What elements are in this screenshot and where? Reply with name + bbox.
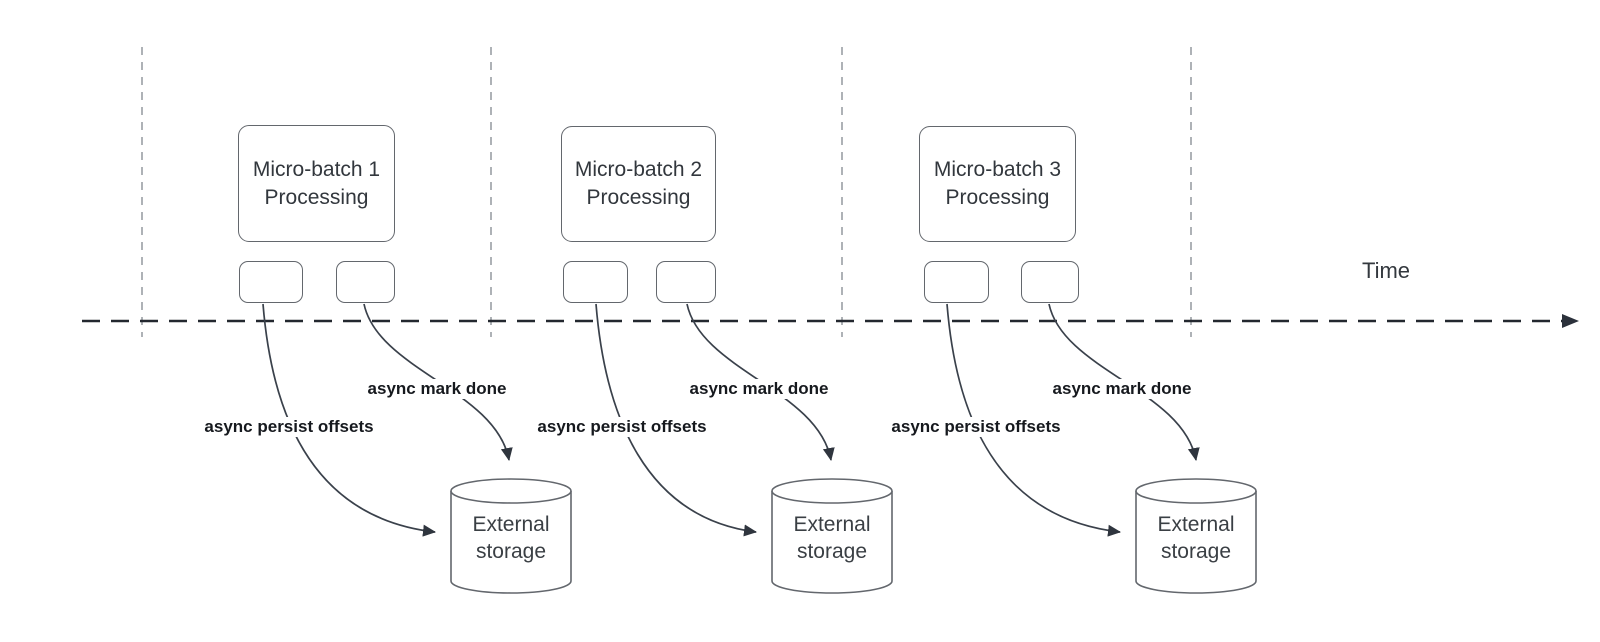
storage1-label-line1: External bbox=[472, 513, 550, 536]
storage-cylinder-3 bbox=[1135, 478, 1257, 594]
storage3-label-line1: External bbox=[1157, 513, 1235, 536]
batch2-title-line1: Micro-batch 2 bbox=[574, 158, 703, 181]
batch3-processing-box: Micro-batch 3 Processing bbox=[919, 126, 1076, 242]
cylinder-body bbox=[450, 491, 572, 594]
storage3-label-line2: storage bbox=[1160, 540, 1232, 563]
storage1-label: External storage bbox=[449, 511, 573, 565]
batch1-mark-done-label: async mark done bbox=[365, 379, 509, 399]
batch2-done-task-box bbox=[656, 261, 716, 303]
storage-cylinder-1 bbox=[450, 478, 572, 594]
storage2-label-line1: External bbox=[793, 513, 871, 536]
batch1-done-task-box bbox=[336, 261, 395, 303]
batch1-persist-offsets-arrow bbox=[262, 303, 436, 537]
batch1-persist-task-box bbox=[239, 261, 303, 303]
cylinder-top bbox=[450, 478, 572, 504]
cylinder-top bbox=[771, 478, 893, 504]
batch3-persist-offsets-label: async persist offsets bbox=[889, 417, 1063, 437]
batch1-persist-offsets-label: async persist offsets bbox=[202, 417, 376, 437]
batch2-persist-offsets-label: async persist offsets bbox=[535, 417, 709, 437]
time-axis-label: Time bbox=[1361, 258, 1411, 283]
batch2-persist-task-box bbox=[563, 261, 628, 303]
batch3-title-line1: Micro-batch 3 bbox=[933, 158, 1062, 181]
batch3-done-task-box bbox=[1021, 261, 1079, 303]
time-axis bbox=[82, 314, 1579, 328]
batch2-title-line2: Processing bbox=[586, 186, 691, 209]
storage3-label: External storage bbox=[1134, 511, 1258, 565]
batch1-processing-box: Micro-batch 1 Processing bbox=[238, 125, 395, 242]
time-axis-arrowhead-icon bbox=[1562, 314, 1579, 328]
storage-cylinders bbox=[450, 478, 1257, 594]
cylinder-body bbox=[1135, 491, 1257, 594]
storage1-label-line2: storage bbox=[475, 540, 547, 563]
batch1-title-line1: Micro-batch 1 bbox=[252, 157, 381, 181]
batch2-persist-offsets-arrow bbox=[595, 303, 757, 537]
cylinder-top bbox=[1135, 478, 1257, 504]
batch3-persist-task-box bbox=[924, 261, 989, 303]
storage2-label: External storage bbox=[770, 511, 894, 565]
storage-cylinder-2 bbox=[771, 478, 893, 594]
batch2-processing-box: Micro-batch 2 Processing bbox=[561, 126, 716, 242]
batch3-title-line2: Processing bbox=[945, 186, 1050, 209]
cylinder-body bbox=[771, 491, 893, 594]
batch-interval-guides bbox=[141, 47, 1192, 337]
batch2-mark-done-label: async mark done bbox=[687, 379, 831, 399]
batch3-persist-offsets-arrow bbox=[946, 303, 1121, 537]
batch1-title-line2: Processing bbox=[264, 185, 369, 209]
storage2-label-line2: storage bbox=[796, 540, 868, 563]
batch3-mark-done-label: async mark done bbox=[1050, 379, 1194, 399]
